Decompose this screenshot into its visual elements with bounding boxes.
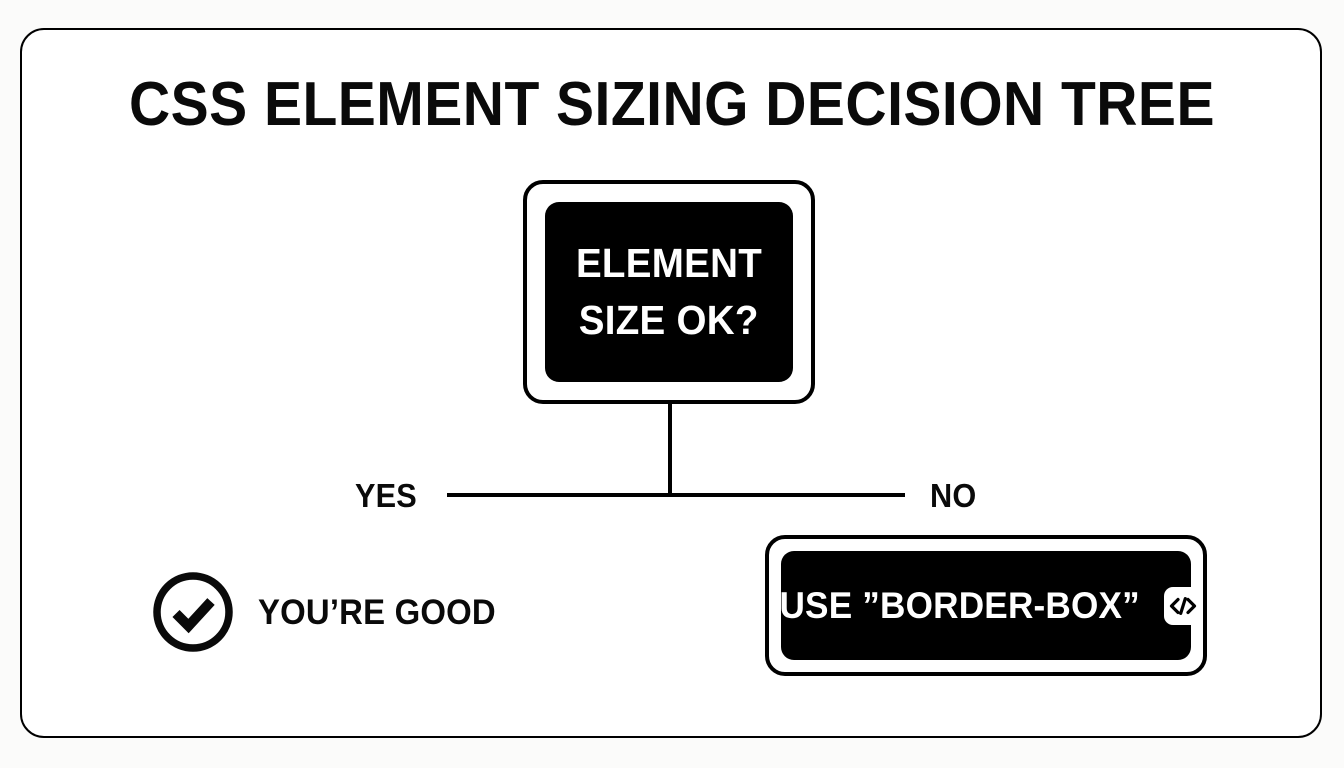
connector-horizontal bbox=[447, 493, 905, 497]
decision-node-body: ELEMENT SIZE OK? bbox=[545, 202, 793, 382]
decision-node-element-size[interactable]: ELEMENT SIZE OK? bbox=[523, 180, 815, 404]
outcome-node-border-box[interactable]: USE ”BORDER-BOX” bbox=[765, 535, 1207, 676]
decision-node-line-1: ELEMENT bbox=[575, 240, 763, 286]
check-circle-icon bbox=[153, 572, 233, 652]
outcome-no-label: USE ”BORDER-BOX” bbox=[779, 585, 1141, 626]
branch-label-no: NO bbox=[930, 477, 977, 514]
outcome-node-body: USE ”BORDER-BOX” bbox=[779, 551, 1202, 660]
decision-node-line-2: SIZE OK? bbox=[579, 297, 759, 343]
connector-vertical bbox=[668, 404, 672, 497]
outcome-yes: YOU’RE GOOD bbox=[152, 571, 511, 653]
branch-label-yes: YES bbox=[355, 477, 417, 514]
outcome-yes-label: YOU’RE GOOD bbox=[258, 592, 496, 632]
code-icon-glyph bbox=[1169, 596, 1196, 615]
code-icon bbox=[1163, 586, 1202, 625]
page-title: CSS ELEMENT SIZING DECISION TREE bbox=[129, 70, 1215, 139]
